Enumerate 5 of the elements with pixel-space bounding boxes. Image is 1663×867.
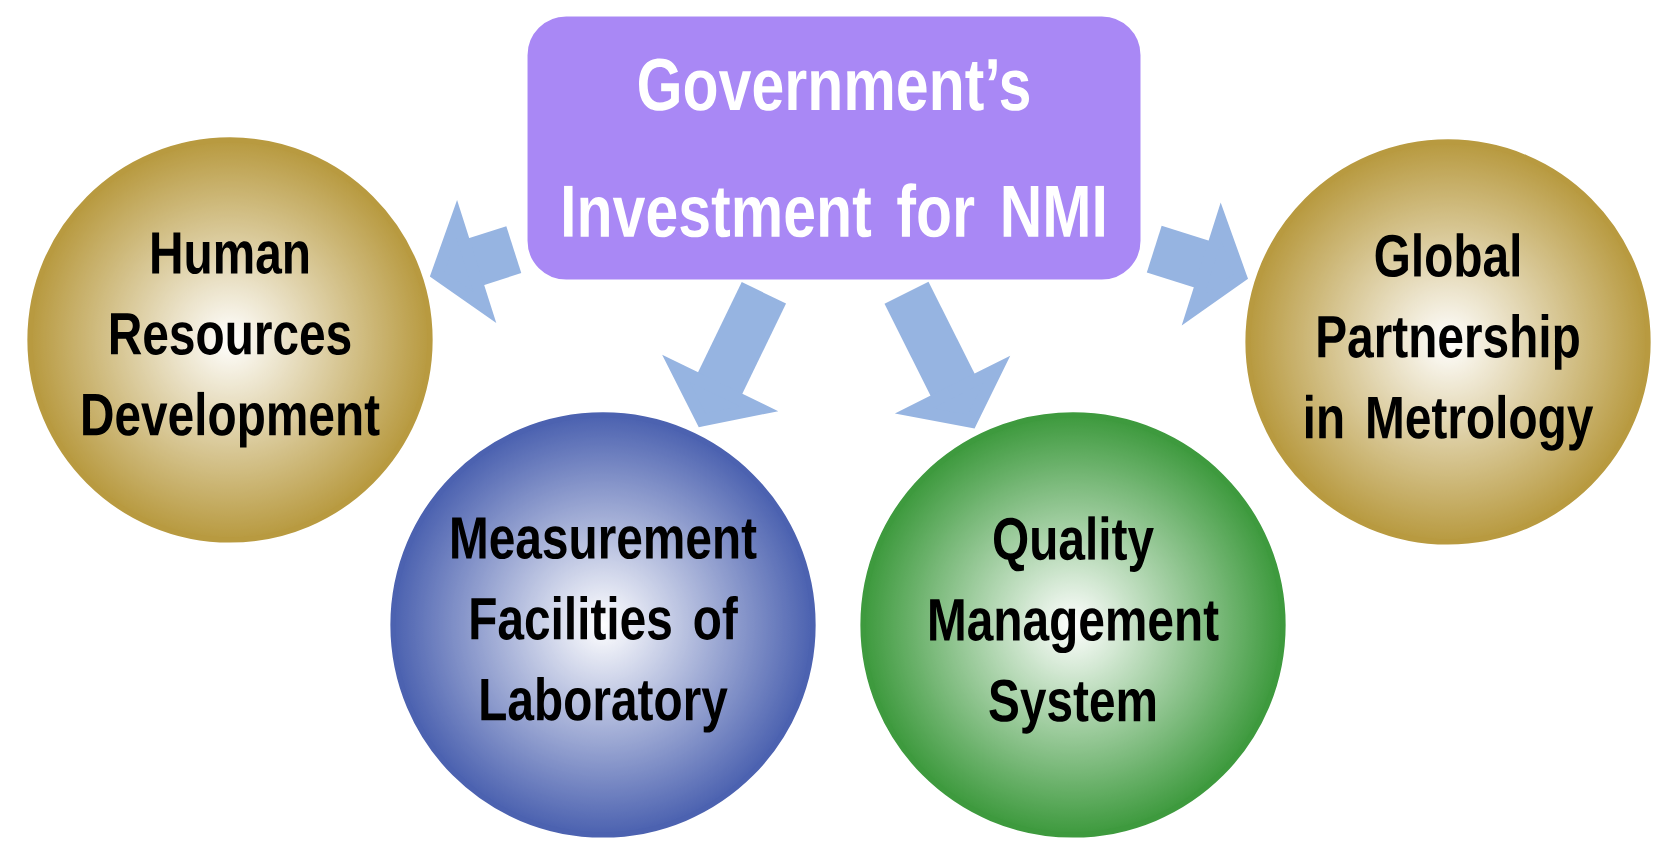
- sphere: Quality Management System: [860, 412, 1286, 838]
- sphere: Global Partnership in Metrology: [1245, 139, 1651, 545]
- title-box: Government’s Investment for NMI: [520, 9, 1148, 287]
- sphere: Human Resources Development: [27, 137, 433, 543]
- sphere: Measurement Facilities of Laboratory: [390, 412, 816, 838]
